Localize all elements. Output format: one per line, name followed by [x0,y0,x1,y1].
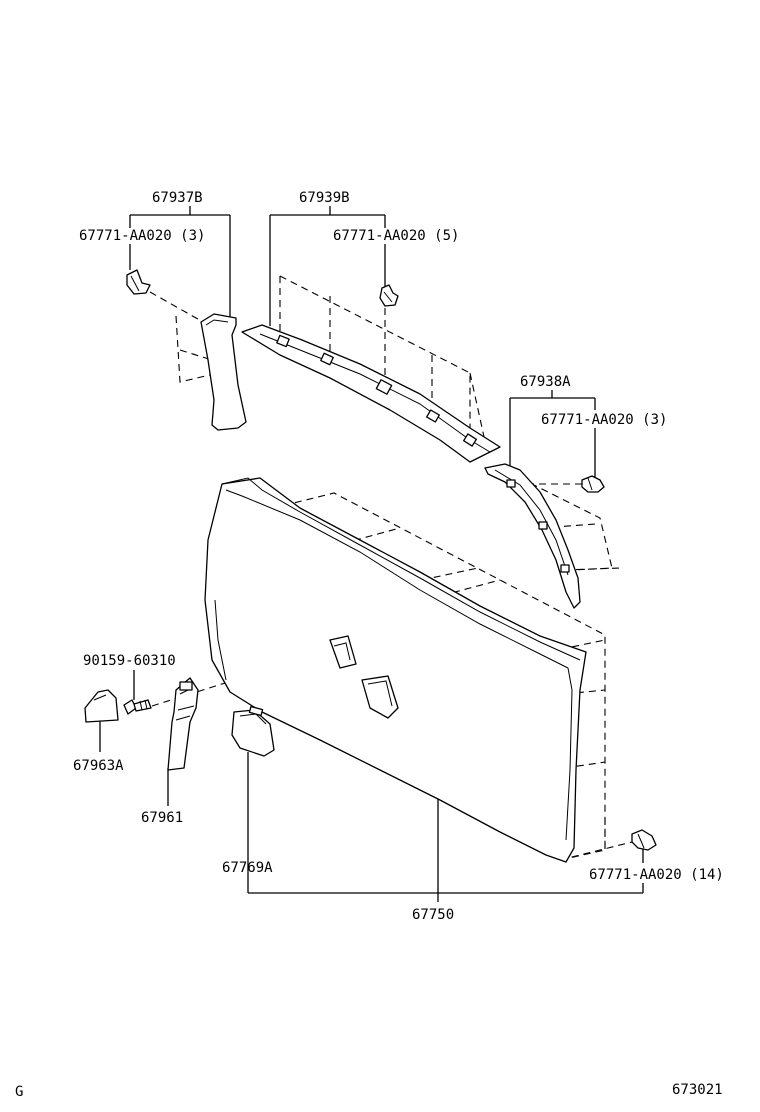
label-clip-door: 67771-AA020 (14) [589,867,724,883]
label-67961: 67961 [141,810,183,826]
screw-icon [123,699,152,715]
handle-bracket-opening [329,635,357,669]
service-lid [231,705,275,757]
cover-cap [84,689,119,723]
label-screw: 90159-60310 [83,653,176,669]
pull-handle [167,677,199,771]
label-clip-left: 67771-AA020 (3) [79,228,205,244]
footer-left-code: G [15,1084,23,1100]
label-clip-right: 67771-AA020 (3) [541,412,667,428]
label-67939B: 67939B [299,190,350,206]
leader-lines [99,206,644,902]
service-opening [361,675,399,719]
left-pillar-trim [200,313,247,431]
door-trim-panel [204,477,587,863]
label-clip-header: 67771-AA020 (5) [333,228,459,244]
label-67938A: 67938A [520,374,571,390]
clip-left-icon [126,269,151,295]
figure-number: 673021 [672,1082,723,1098]
label-67963A: 67963A [73,758,124,774]
clip-header-icon [379,284,399,307]
label-67937B: 67937B [152,190,203,206]
clip-door-icon [631,829,657,851]
header-trim [241,324,501,463]
label-67750: 67750 [412,907,454,923]
right-pillar-trim [484,463,581,609]
clip-right-icon [581,475,605,493]
